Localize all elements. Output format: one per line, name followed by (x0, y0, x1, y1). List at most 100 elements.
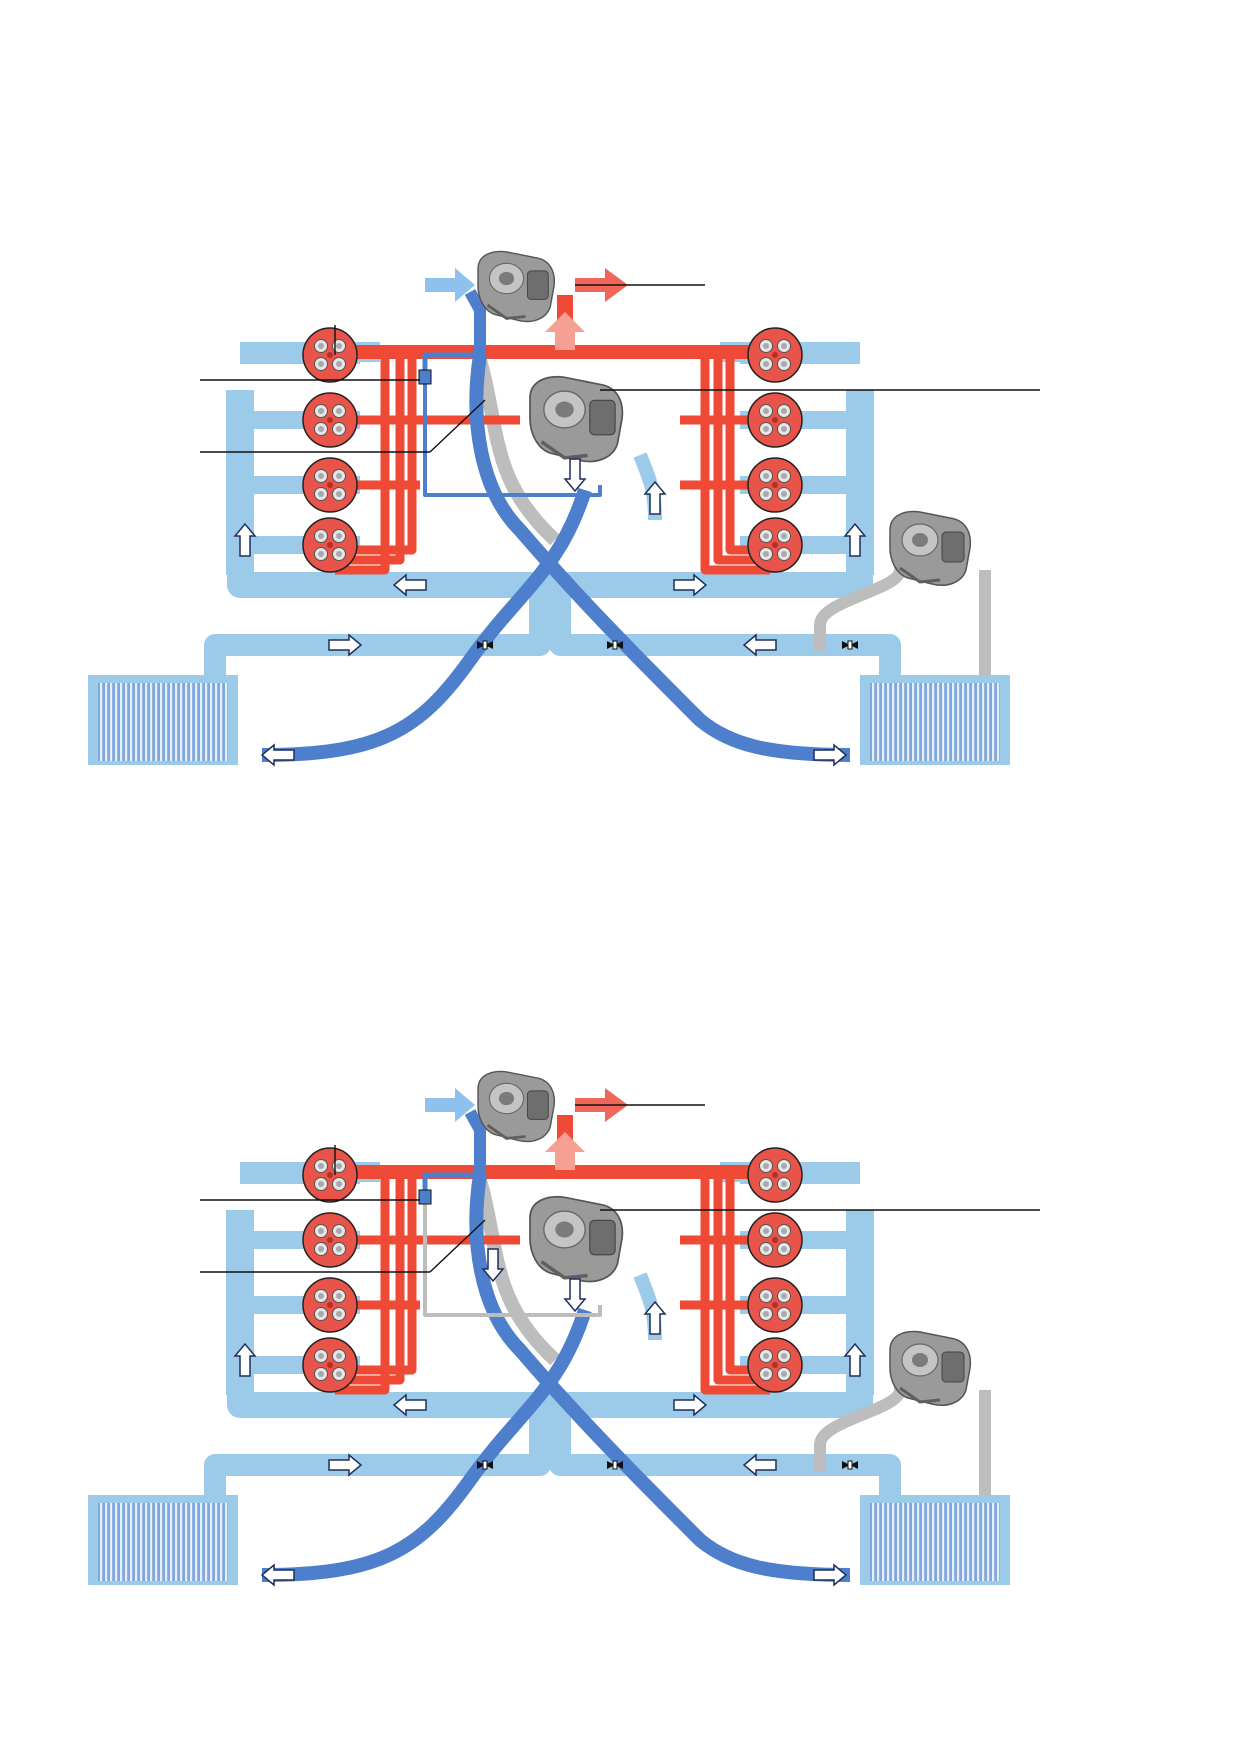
valve-icon (842, 1460, 858, 1470)
valve-center (763, 361, 769, 367)
electric-pump-icon (889, 1330, 972, 1406)
valve-half (842, 1461, 850, 1469)
flow-arrow-shape (481, 1248, 505, 1283)
radiator-fin (115, 1503, 118, 1581)
flow-arrow-icon (742, 1453, 777, 1477)
radiator-fin (997, 1503, 1000, 1581)
radiator-icon (88, 675, 238, 765)
radiator-fin (977, 1503, 980, 1581)
radiator-fin (897, 1503, 900, 1581)
valve-icon (607, 1460, 623, 1470)
radiator-fin (942, 1503, 945, 1581)
valve-core (847, 1460, 853, 1470)
spark-plug (772, 542, 778, 548)
radiator-fin (872, 1503, 875, 1581)
coolant-hose-cross-b (469, 353, 851, 762)
flow-arrow-icon (643, 480, 667, 515)
radiator-core (870, 683, 1000, 761)
radiator-fin (912, 1503, 915, 1581)
radiator-fin (892, 1503, 895, 1581)
flow-arrow-shape (392, 573, 427, 597)
valve-center (318, 1181, 324, 1187)
spark-plug (327, 542, 333, 548)
radiator-fin (932, 1503, 935, 1581)
radiator-fin (982, 1503, 985, 1581)
cylinder-icon (302, 517, 358, 573)
valve-center (781, 491, 787, 497)
valve-center (318, 1371, 324, 1377)
radiator-fin (877, 1503, 880, 1581)
flow-arrow-icon (328, 1453, 363, 1477)
valve-center (318, 533, 324, 539)
flow-arrow-icon (233, 522, 257, 557)
actuator (941, 1351, 965, 1383)
radiator-fin (215, 1503, 218, 1581)
spark-plug (772, 352, 778, 358)
exhaust-manifold-icon (529, 375, 624, 463)
valve-center (318, 1163, 324, 1169)
valve-center (336, 343, 342, 349)
valve-center (763, 1293, 769, 1299)
flow-arrow-icon (563, 458, 587, 493)
coolant-branch-right (549, 585, 901, 685)
radiator-fin (200, 1503, 203, 1581)
valve-center (336, 408, 342, 414)
flow-arrow-shape (233, 1342, 257, 1377)
valve-center (318, 551, 324, 557)
valve-half (485, 1461, 493, 1469)
valve-center (336, 1228, 342, 1234)
flow-arrow-icon (742, 633, 777, 657)
flow-arrow-icon (392, 573, 427, 597)
flow-arrow-shape (742, 633, 777, 657)
radiator-fin (165, 683, 168, 761)
diagram-svg-bottom (88, 1070, 1040, 1587)
radiator-fin (145, 683, 148, 761)
actuator (526, 270, 549, 300)
radiator-fin (170, 1503, 173, 1581)
radiator-fin (892, 683, 895, 761)
radiator-fin (997, 683, 1000, 761)
coolant-diagram-top (0, 240, 1239, 900)
radiator-fin (947, 1503, 950, 1581)
valve-core (612, 1460, 618, 1470)
valve-center (781, 1228, 787, 1234)
exhaust-runner-right (700, 352, 770, 575)
flow-arrow-icon (843, 1342, 867, 1377)
spark-plug (772, 1237, 778, 1243)
exhaust-runner-left (335, 352, 390, 575)
valve-half (615, 1461, 623, 1469)
actuator (941, 531, 965, 563)
valve-center (318, 473, 324, 479)
valve-center (336, 1163, 342, 1169)
radiator-fin (100, 683, 103, 761)
radiator-fin (882, 1503, 885, 1581)
valve-center (781, 1181, 787, 1187)
radiator-fin (175, 1503, 178, 1581)
spark-plug (772, 1362, 778, 1368)
flow-arrow-shape (643, 1300, 667, 1335)
spark-plug (772, 417, 778, 423)
valve-center (763, 408, 769, 414)
radiator-fin (140, 1503, 143, 1581)
radiator-icon (88, 1495, 238, 1585)
radiator-fin (947, 683, 950, 761)
radiator-fin (987, 683, 990, 761)
coolant-branch-left (204, 1405, 551, 1505)
radiator-fin (917, 1503, 920, 1581)
coolant-branch-left (204, 585, 551, 685)
valve-center (781, 408, 787, 414)
valve-core (482, 1460, 488, 1470)
radiator-fin (175, 683, 178, 761)
valve-center (318, 491, 324, 497)
radiator-fin (160, 1503, 163, 1581)
spark-plug (327, 1302, 333, 1308)
radiator-fin (165, 1503, 168, 1581)
actuator (589, 399, 616, 436)
radiator-icon (860, 675, 1010, 765)
radiator-fin (982, 683, 985, 761)
control-line-loop (423, 380, 602, 497)
valve-icon (607, 640, 623, 650)
valve-icon (477, 640, 493, 650)
cylinder-icon (302, 392, 358, 448)
flow-arrow-icon (563, 1278, 587, 1313)
